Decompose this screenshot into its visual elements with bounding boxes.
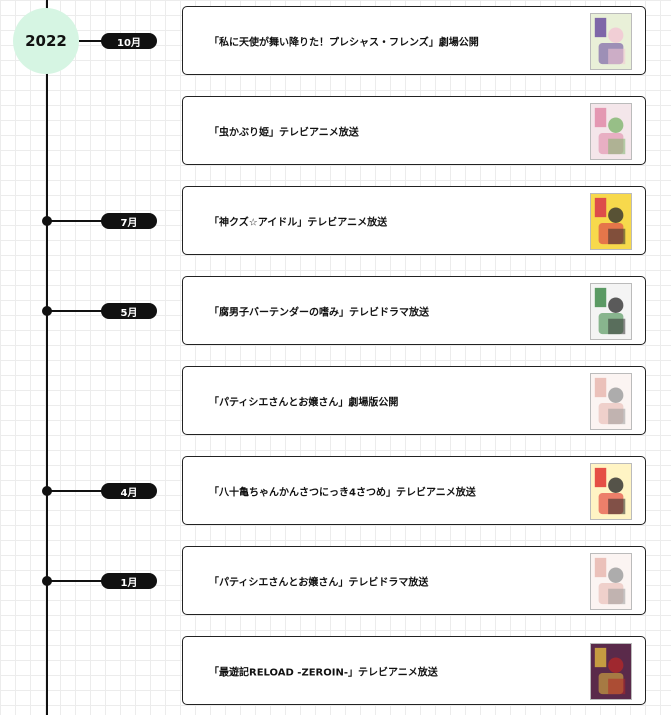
patissier-cover-icon[interactable] xyxy=(590,373,632,430)
anime-girls-cover-icon[interactable] xyxy=(590,13,632,70)
event-card[interactable]: 「パティシエさんとお嬢さん」テレビドラマ放送 xyxy=(182,546,646,615)
event-title[interactable]: 「虫かぶり姫」テレビアニメ放送 xyxy=(209,127,359,138)
timeline-dot xyxy=(42,306,52,316)
month-connector xyxy=(47,310,103,312)
event-title[interactable]: 「私に天使が舞い降りた！プレシャス・フレンズ」劇場公開 xyxy=(209,37,479,48)
month-pill: 10月 xyxy=(101,33,157,49)
event-card[interactable]: 「腐男子バーテンダーの嗜み」テレビドラマ放送 xyxy=(182,276,646,345)
month-pill: 7月 xyxy=(101,213,157,229)
patissier-cover-icon[interactable] xyxy=(590,553,632,610)
event-title[interactable]: 「腐男子バーテンダーの嗜み」テレビドラマ放送 xyxy=(209,307,429,318)
event-card[interactable]: 「最遊記RELOAD -ZEROIN-」テレビアニメ放送 xyxy=(182,636,646,705)
timeline-line xyxy=(46,0,48,715)
princess-cover-icon[interactable] xyxy=(590,103,632,160)
month-connector xyxy=(79,40,103,42)
timeline-dot xyxy=(42,576,52,586)
event-title[interactable]: 「神クズ☆アイドル」テレビアニメ放送 xyxy=(209,217,388,228)
month-connector xyxy=(47,220,103,222)
event-card[interactable]: 「神クズ☆アイドル」テレビアニメ放送 xyxy=(182,186,646,255)
saiyuki-cover-icon[interactable] xyxy=(590,643,632,700)
yatogame-cover-icon[interactable] xyxy=(590,463,632,520)
timeline-dot xyxy=(42,216,52,226)
month-connector xyxy=(47,580,103,582)
event-title[interactable]: 「パティシエさんとお嬢さん」劇場版公開 xyxy=(209,397,399,408)
month-connector xyxy=(47,490,103,492)
month-pill: 4月 xyxy=(101,483,157,499)
event-card[interactable]: 「八十亀ちゃんかんさつにっき4さつめ」テレビアニメ放送 xyxy=(182,456,646,525)
event-title[interactable]: 「八十亀ちゃんかんさつにっき4さつめ」テレビアニメ放送 xyxy=(209,487,476,498)
event-card[interactable]: 「虫かぶり姫」テレビアニメ放送 xyxy=(182,96,646,165)
event-title[interactable]: 「最遊記RELOAD -ZEROIN-」テレビアニメ放送 xyxy=(209,667,438,678)
month-pill: 1月 xyxy=(101,573,157,589)
event-title[interactable]: 「パティシエさんとお嬢さん」テレビドラマ放送 xyxy=(209,577,429,588)
month-pill: 5月 xyxy=(101,303,157,319)
bartender-cover-icon[interactable] xyxy=(590,283,632,340)
idol-cover-icon[interactable] xyxy=(590,193,632,250)
event-card[interactable]: 「私に天使が舞い降りた！プレシャス・フレンズ」劇場公開 xyxy=(182,6,646,75)
timeline-dot xyxy=(42,486,52,496)
year-badge: 2022 xyxy=(13,8,79,74)
event-card[interactable]: 「パティシエさんとお嬢さん」劇場版公開 xyxy=(182,366,646,435)
